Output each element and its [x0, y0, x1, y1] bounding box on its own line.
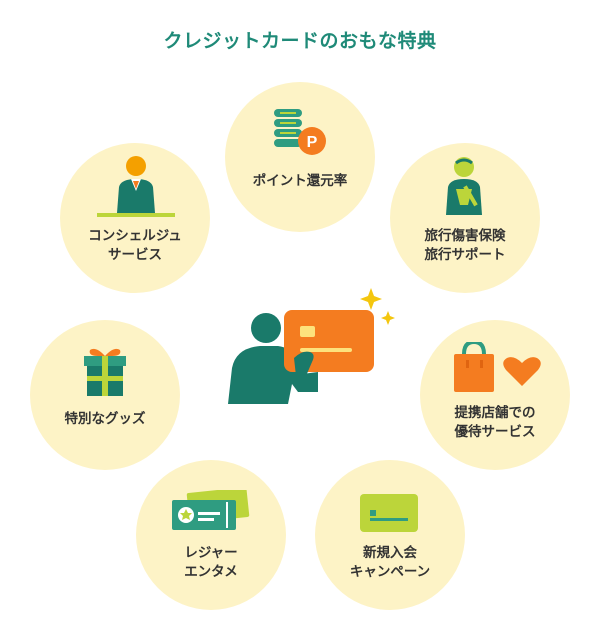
- person-holding-card-icon: [228, 288, 395, 404]
- benefit-label-leisure: レジャーエンタメ: [136, 544, 286, 582]
- benefit-label-line: レジャー: [184, 545, 238, 561]
- benefit-label-line: 特別なグッズ: [64, 411, 146, 427]
- diagram-title: クレジットカードのおもな特典: [163, 30, 437, 52]
- benefit-label-line: 提携店舗での: [454, 405, 536, 421]
- benefit-label-line: ポイント還元率: [252, 173, 348, 189]
- benefit-label-line: 新規入会: [363, 545, 417, 561]
- benefit-circle-goods: 特別なグッズ: [30, 320, 180, 470]
- benefit-label-line: キャンペーン: [349, 564, 431, 580]
- benefit-circle-shop: 提携店舗での優待サービス: [420, 320, 570, 470]
- svg-text:P: P: [307, 134, 318, 151]
- benefit-label-insurance: 旅行傷害保険旅行サポート: [390, 227, 540, 265]
- benefit-circle-points: P ポイント還元率: [225, 82, 375, 232]
- benefit-circle-insurance: 旅行傷害保険旅行サポート: [390, 143, 540, 293]
- benefit-label-points: ポイント還元率: [225, 172, 375, 191]
- benefit-label-line: 優待サービス: [454, 424, 536, 440]
- benefit-label-shop: 提携店舗での優待サービス: [420, 404, 570, 442]
- benefit-circle-concierge: コンシェルジュサービス: [60, 143, 210, 293]
- benefit-label-goods: 特別なグッズ: [30, 410, 180, 429]
- benefit-label-line: コンシェルジュ: [88, 228, 182, 244]
- benefit-label-line: サービス: [108, 247, 162, 263]
- benefit-label-signup: 新規入会キャンペーン: [315, 544, 465, 582]
- benefit-circle-leisure: レジャーエンタメ: [136, 460, 286, 610]
- benefit-label-concierge: コンシェルジュサービス: [60, 227, 210, 265]
- benefit-label-line: エンタメ: [184, 564, 238, 580]
- benefit-label-line: 旅行サポート: [424, 247, 506, 263]
- benefit-circle-signup: 新規入会キャンペーン: [315, 460, 465, 610]
- benefit-label-line: 旅行傷害保険: [424, 228, 506, 244]
